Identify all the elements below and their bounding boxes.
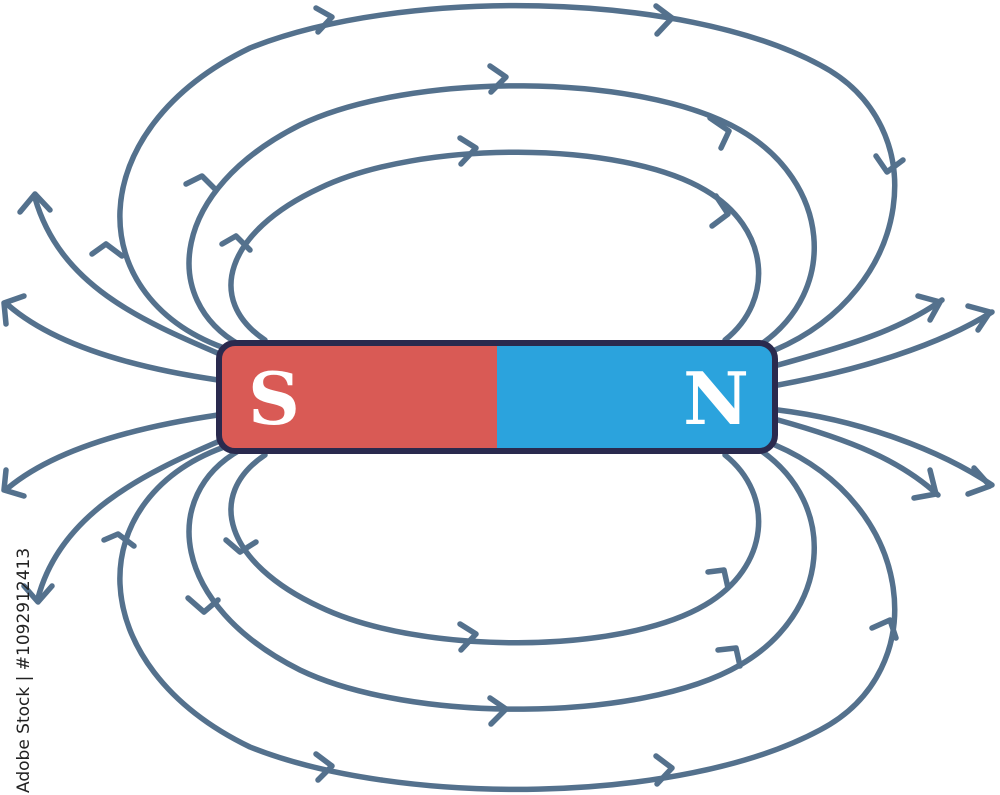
field-line-lower-middle	[186, 447, 817, 712]
arrow-lower-middle-left	[185, 595, 221, 615]
arrow-right-lower-a	[911, 467, 939, 501]
magnet-south-pole-fill	[480, 343, 497, 451]
field-lines	[5, 2, 995, 793]
arrow-left-lower-end	[1, 467, 27, 499]
arrow-upper-inner-left	[219, 233, 253, 253]
field-line-lower-inner	[228, 452, 762, 646]
field-line-left-upper	[5, 302, 221, 383]
arrow-lower-middle-right	[715, 645, 743, 669]
arrow-upper-outer-side	[873, 153, 906, 175]
field-line-right-lower-b	[775, 407, 995, 488]
arrow-right-lower-b	[965, 465, 993, 497]
arrow-upper-inner-top	[457, 135, 479, 167]
arrow-upper-middle-left	[183, 173, 219, 193]
field-line-left-lower	[5, 412, 221, 491]
magnet-north-pole-fill	[497, 343, 514, 451]
magnet-outline	[216, 340, 778, 454]
arrow-right-upper-a	[915, 293, 943, 323]
arrow-upper-middle-right	[707, 115, 732, 151]
arrow-left-upper-end	[1, 293, 27, 327]
arrow-upper-outer-right	[653, 3, 675, 37]
field-line-right-upper-b	[775, 309, 995, 388]
magnet-south-pole	[219, 343, 497, 451]
bar-magnet: S N	[216, 340, 778, 454]
arrow-lower-outer-bottom-right	[653, 753, 675, 787]
magnet-north-pole	[497, 343, 775, 451]
stock-id-watermark: Adobe Stock | #1092912413	[2, 548, 42, 795]
arrow-upper-outer-back	[89, 241, 125, 259]
arrow-lower-inner-right	[705, 567, 731, 591]
arrow-left-bottom-end	[21, 583, 55, 605]
field-line-right-lower-a	[775, 417, 941, 498]
arrow-left-top-end	[17, 191, 53, 215]
arrow-lower-outer-bottom-left	[313, 751, 335, 783]
arrow-lower-outer-back	[101, 531, 137, 549]
arrow-lower-middle-bottom	[487, 695, 509, 727]
field-line-upper-middle	[186, 83, 817, 348]
arrow-lower-inner-bottom	[457, 621, 479, 653]
field-arrows	[1, 3, 993, 787]
field-line-upper-outer	[117, 2, 898, 353]
stock-id-text: Adobe Stock | #1092912413	[14, 547, 34, 793]
field-line-left-top	[32, 195, 225, 358]
south-pole-label: S	[248, 356, 300, 441]
arrow-lower-inner-left	[223, 537, 259, 555]
arrow-right-upper-b	[965, 303, 993, 333]
field-line-lower-outer	[117, 442, 898, 793]
arrow-upper-outer-left	[313, 5, 335, 35]
field-line-left-bottom	[35, 437, 225, 601]
field-line-right-upper-a	[775, 297, 945, 368]
field-line-upper-inner	[228, 149, 762, 343]
arrow-upper-inner-right	[709, 193, 731, 229]
north-pole-label: N	[683, 356, 749, 441]
arrow-lower-outer-side	[869, 617, 899, 641]
arrow-upper-middle-top	[487, 63, 509, 95]
